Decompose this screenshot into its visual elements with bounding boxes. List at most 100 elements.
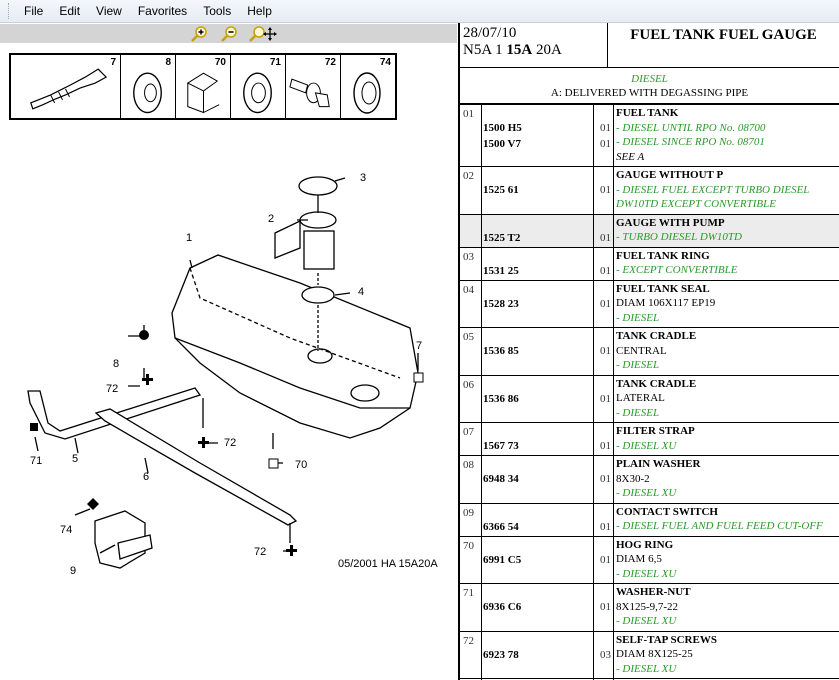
part-index: 71 [460, 584, 482, 631]
callout-5[interactable]: 5 [72, 453, 79, 465]
part-note: DW10TD EXCEPT CONVERTIBLE [616, 198, 776, 210]
callout-72-a[interactable]: 72 [106, 383, 119, 395]
part-reference: 1536 86 [482, 375, 594, 422]
part-number: 1525 61 [483, 184, 519, 196]
part-index: 72 [460, 631, 482, 678]
menu-help[interactable]: Help [247, 4, 272, 18]
quantity-value: 01 [600, 231, 611, 244]
callout-72-b[interactable]: 72 [224, 437, 237, 449]
part-quantity: 03 [594, 631, 614, 678]
header-code: N5A 1 15A 20A [463, 42, 562, 58]
thumb-8[interactable]: 8 [121, 55, 176, 118]
clip-icon [30, 68, 108, 110]
callout-7[interactable]: 7 [416, 340, 423, 352]
zoom-pan-button[interactable] [248, 25, 278, 43]
zoom-out-button[interactable] [220, 25, 238, 43]
callout-1[interactable]: 1 [186, 232, 193, 244]
screw-icon [289, 78, 330, 108]
part-note: - DIESEL XU [616, 662, 677, 675]
part-quantity: 01 [594, 214, 614, 247]
callout-72-c[interactable]: 72 [254, 546, 267, 558]
part-variant: LATERAL [616, 392, 665, 404]
part-variant: DIAM 6,5 [616, 553, 662, 565]
part-index [460, 214, 482, 247]
part-reference: 1525 T2 [482, 214, 594, 247]
diagram-reference-code: 05/2001 HA 15A20A [338, 558, 438, 570]
menu-view[interactable]: View [96, 4, 122, 18]
header-meta: 28/07/10 N5A 1 15A 20A [460, 23, 608, 67]
part-quantity: 01 [594, 167, 614, 214]
page-title: FUEL TANK FUEL GAUGE [630, 27, 817, 43]
part-description: GAUGE WITHOUT P- DIESEL FUEL EXCEPT TURB… [614, 167, 839, 214]
menu-tools[interactable]: Tools [203, 4, 232, 18]
part-variant: - DIESEL XU [616, 439, 677, 452]
part-index: 05 [460, 328, 482, 375]
thumb-71[interactable]: 71 [231, 55, 286, 118]
zoom-in-button[interactable] [190, 25, 208, 43]
thumb-70[interactable]: 70 [176, 55, 231, 118]
part-number: 1528 23 [483, 297, 519, 310]
nut-74-marker [87, 498, 99, 510]
callout-74[interactable]: 74 [60, 524, 73, 536]
part-quantity: 01 [594, 536, 614, 583]
part-note: SEE A [616, 150, 645, 163]
filter-strap-7-marker [413, 372, 424, 383]
part-variant: 8X125-9,7-22 [616, 600, 679, 613]
fuel-tank-ring-part [298, 176, 338, 196]
part-reference: 6936 C6 [482, 584, 594, 631]
thumb-7[interactable]: 7 [11, 55, 121, 118]
menu-favorites[interactable]: Favorites [137, 4, 188, 18]
menu-edit[interactable]: Edit [59, 4, 81, 18]
part-title: FUEL TANK [616, 107, 679, 119]
part-description: GAUGE WITH PUMP- TURBO DIESEL DW10TD [614, 215, 839, 247]
callout-6[interactable]: 6 [143, 471, 150, 483]
part-reference: 1528 23 [482, 280, 594, 327]
callout-4[interactable]: 4 [358, 286, 365, 298]
quantity-value: 01 [600, 264, 611, 277]
callout-8[interactable]: 8 [113, 358, 120, 370]
exploded-parts-diagram [27, 176, 424, 569]
callout-2[interactable]: 2 [268, 213, 275, 225]
part-reference: 1531 25 [482, 247, 594, 280]
thumb-74[interactable]: 74 [341, 55, 395, 118]
menu-grip [8, 3, 11, 19]
quantity-value: 01 [600, 473, 611, 485]
part-variant: - EXCEPT CONVERTIBLE [616, 264, 738, 276]
part-reference: 1525 61 [482, 167, 594, 214]
diagram-pane: 7 8 70 71 72 [0, 23, 457, 680]
quantity-value: 01 [600, 520, 611, 533]
washer-8-marker [139, 330, 149, 340]
callout-3[interactable]: 3 [360, 172, 367, 184]
callout-71[interactable]: 71 [30, 455, 43, 467]
quantity-value: 01 [600, 345, 611, 357]
part-title: GAUGE WITHOUT P [616, 169, 724, 181]
subheader-engine: DIESEL [631, 73, 668, 85]
part-quantity: 01 [594, 375, 614, 422]
part-title: TANK CRADLE [616, 330, 697, 342]
callout-9[interactable]: 9 [70, 565, 77, 577]
part-quantity: 01 [594, 423, 614, 455]
part-variant: DIAM 8X125-25 [616, 648, 693, 660]
menu-file[interactable]: File [24, 4, 44, 18]
thumb-72[interactable]: 72 [286, 55, 341, 118]
nut-with-base-icon [353, 72, 381, 114]
part-description: FUEL TANK RING- EXCEPT CONVERTIBLE [614, 248, 839, 280]
callout-70[interactable]: 70 [295, 459, 308, 471]
washer-icon [133, 72, 162, 114]
